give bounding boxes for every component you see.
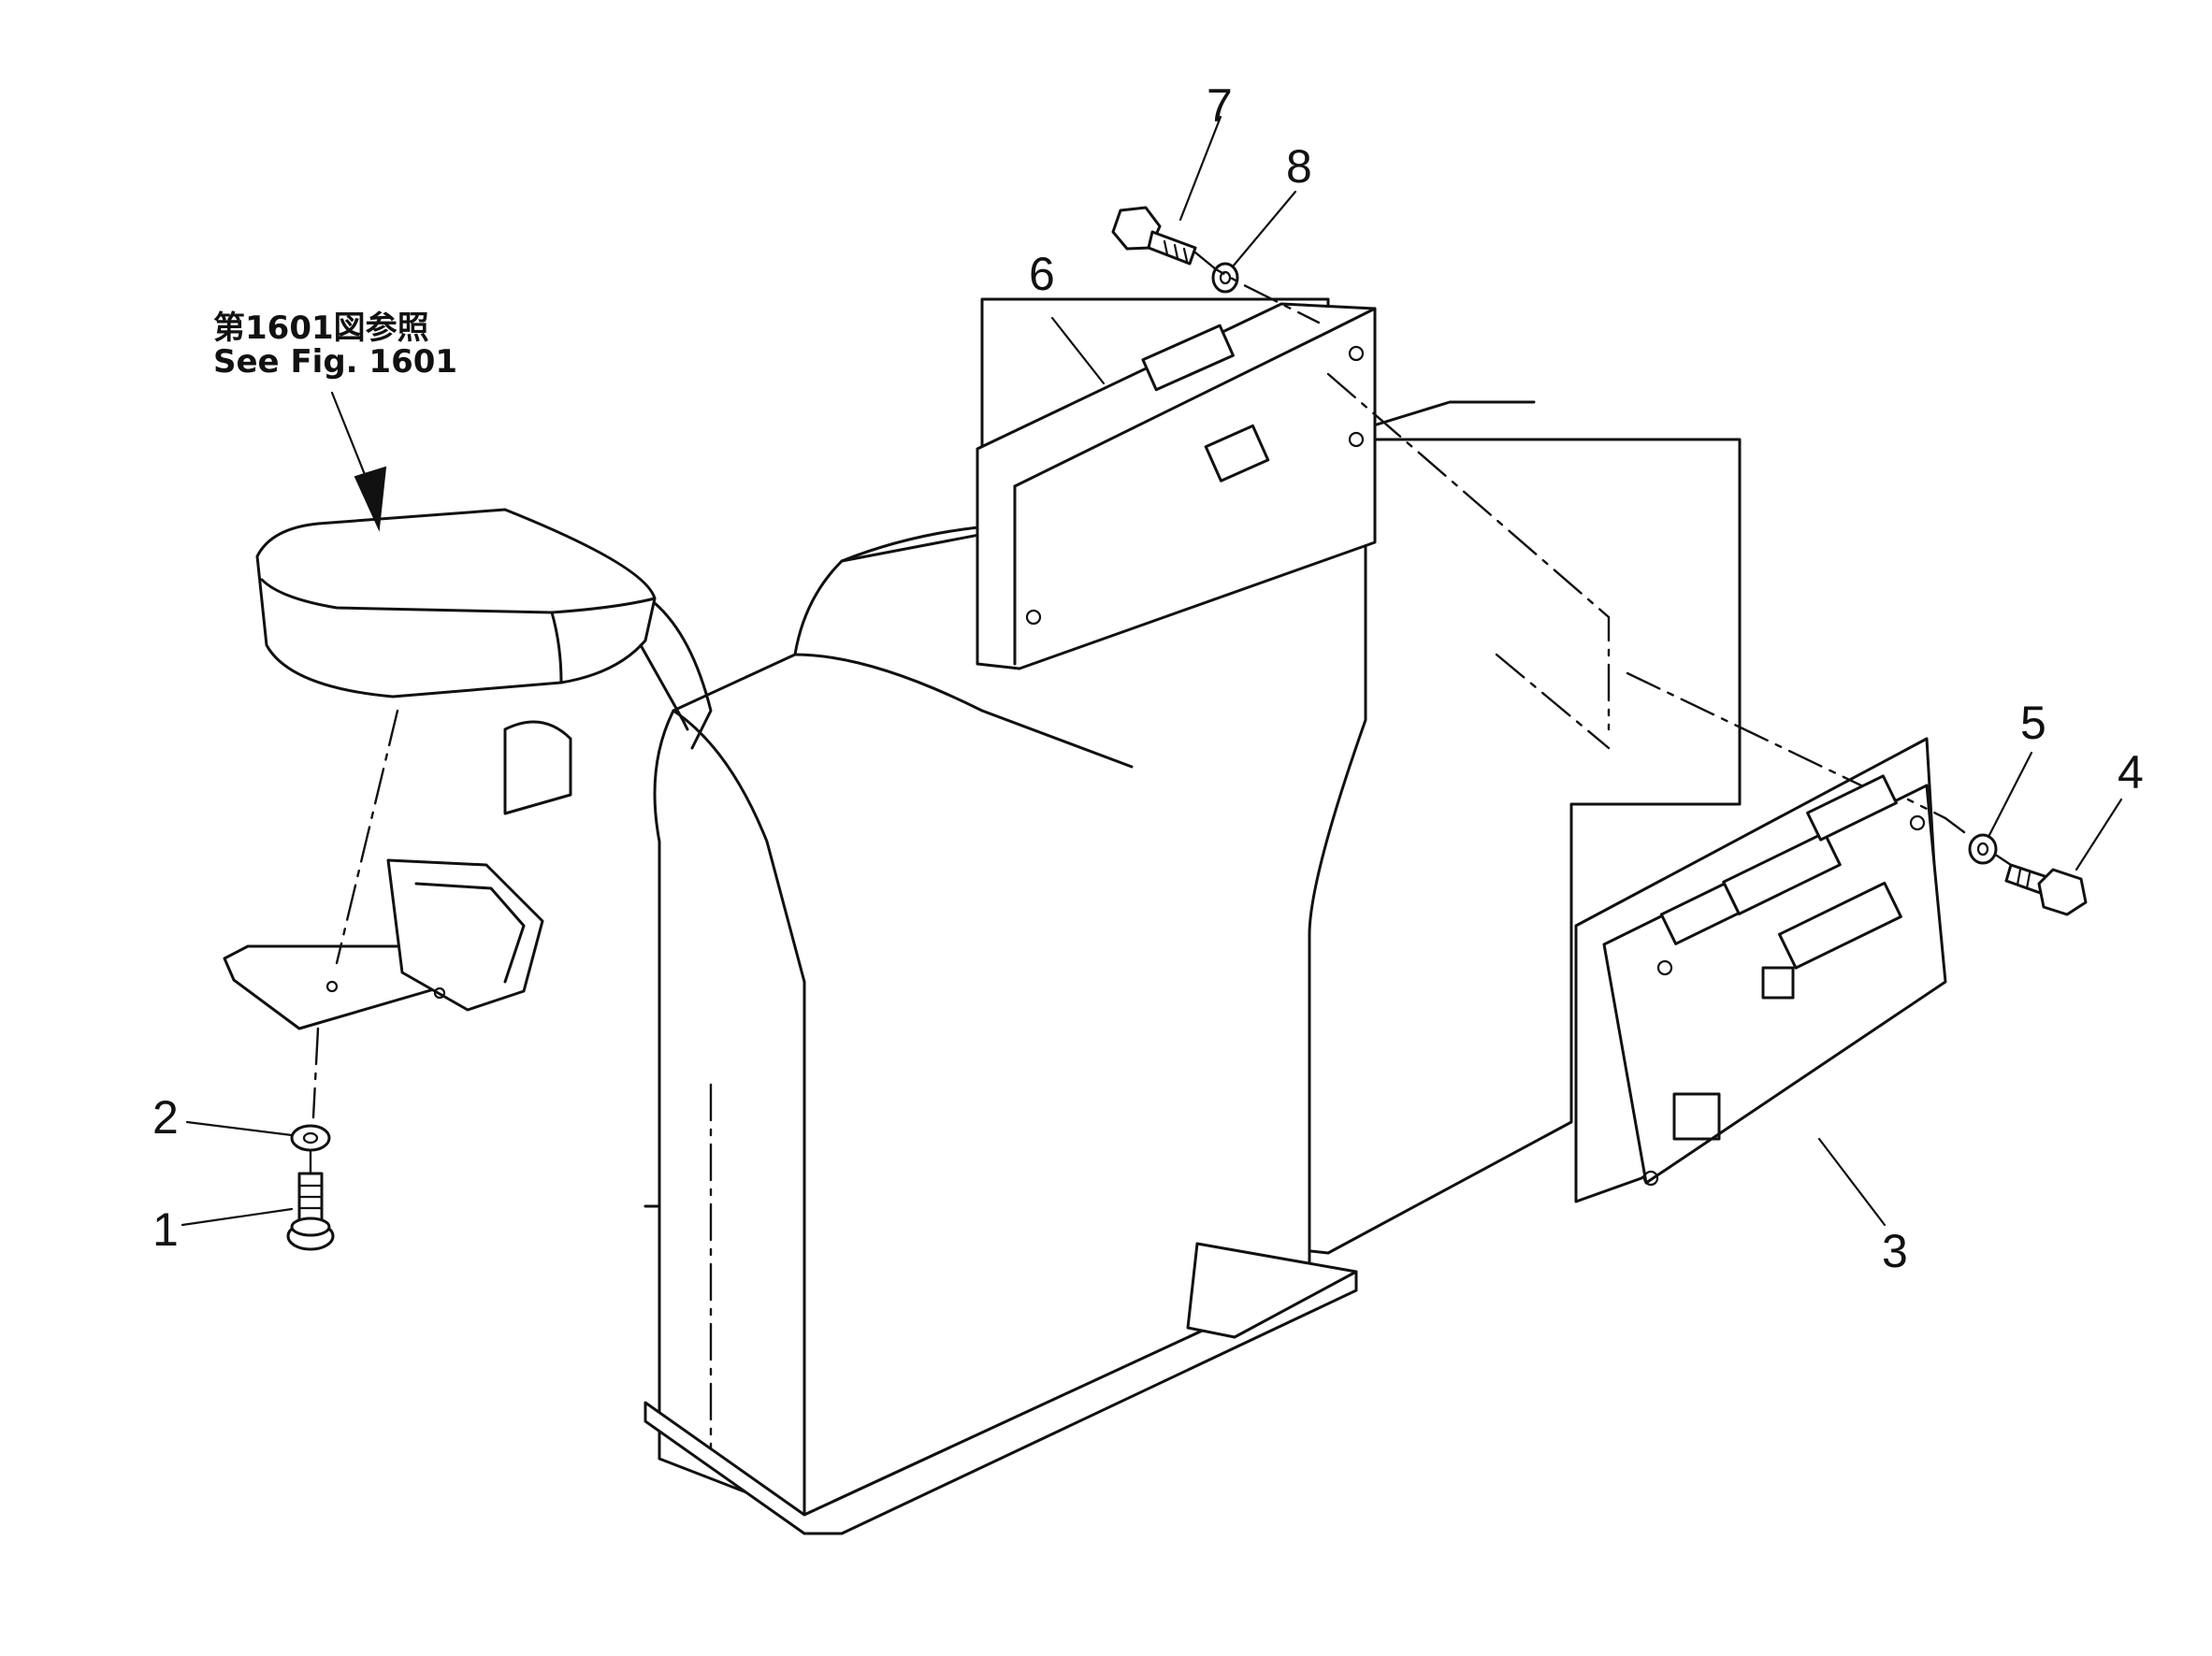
bolt-7 (1111, 206, 1197, 266)
assembly-lines (309, 251, 2013, 1175)
callout-6: 6 (1029, 248, 1055, 300)
washer-2 (290, 1124, 331, 1152)
callout-4: 4 (2118, 746, 2144, 799)
reference-arrow (330, 391, 387, 532)
operator-seat (255, 508, 713, 815)
reference-note-english: See Fig. 1601 (213, 343, 457, 381)
controller-unit-6 (976, 302, 1377, 670)
callout-7: 7 (1207, 79, 1233, 132)
controller-unit-3 (1574, 737, 1947, 1203)
washer-5 (1968, 833, 1998, 865)
leader-lines (181, 115, 2123, 1227)
washer-8 (1211, 262, 1239, 294)
callout-2: 2 (152, 1091, 179, 1144)
console-housing (643, 297, 1742, 1535)
callout-1: 1 (152, 1203, 179, 1256)
seat-bracket (223, 858, 544, 1030)
callout-5: 5 (2020, 697, 2046, 749)
bolt-1 (286, 1172, 335, 1251)
callout-8: 8 (1286, 140, 1312, 193)
reference-note-japanese: 第1601図参照 (213, 310, 429, 347)
bolt-4 (2004, 863, 2088, 916)
callout-3: 3 (1882, 1225, 1908, 1277)
